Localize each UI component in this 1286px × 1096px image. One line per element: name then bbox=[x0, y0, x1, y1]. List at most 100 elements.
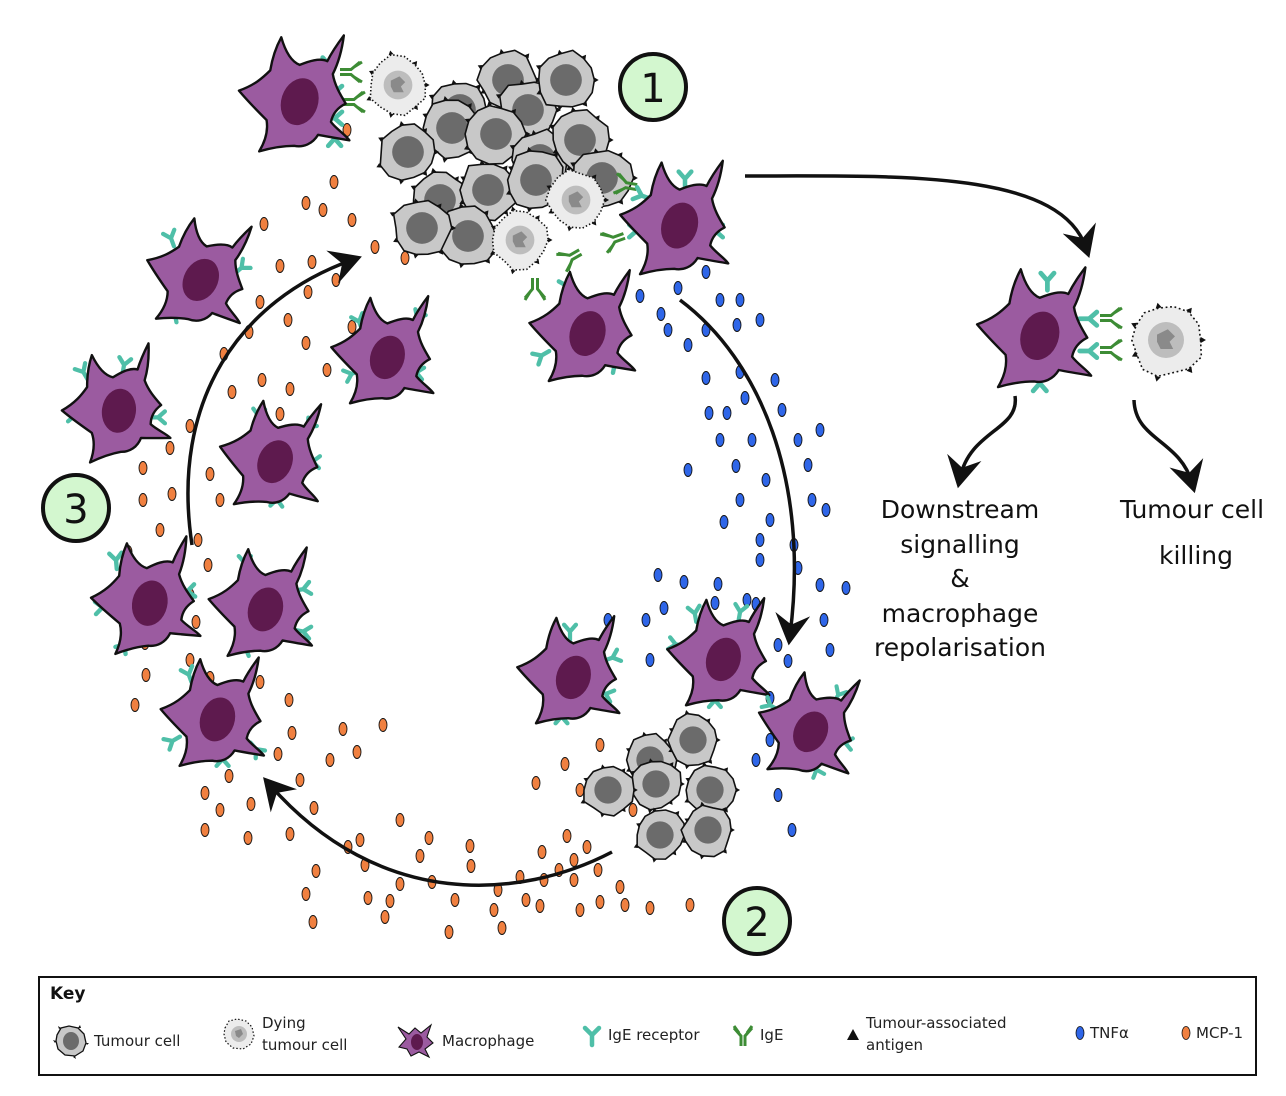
mcp-1-particle bbox=[569, 873, 579, 887]
macrophage-nucleus bbox=[705, 637, 741, 682]
mcp-1-particle bbox=[138, 493, 148, 507]
tnf-alpha-particle bbox=[803, 458, 813, 472]
tumour-antigen bbox=[1131, 351, 1139, 357]
tumour-antigen bbox=[600, 764, 606, 769]
tumour-nucleus bbox=[436, 112, 468, 144]
tumour-antigen bbox=[422, 171, 428, 176]
tnf-alpha-particle bbox=[701, 265, 711, 279]
tumour-antigen bbox=[600, 813, 605, 818]
tumour-antigen bbox=[459, 199, 465, 205]
tumour-antigen bbox=[633, 175, 638, 181]
macrophage-nucleus bbox=[369, 335, 405, 380]
macrophage-nucleus bbox=[131, 580, 168, 626]
mcp-1-particle bbox=[193, 533, 203, 547]
tumour-antigen bbox=[510, 269, 516, 275]
key-title: Key bbox=[50, 984, 86, 1004]
mcp-1-particle bbox=[301, 887, 311, 901]
tumour-cell bbox=[535, 49, 599, 111]
tumour-antigen bbox=[454, 176, 459, 182]
tumour-antigen bbox=[422, 128, 428, 133]
tumour-antigen bbox=[1186, 366, 1193, 373]
dying-tumour-cell bbox=[1130, 302, 1206, 382]
tnf-alpha-particle bbox=[719, 515, 729, 529]
tnf-alpha-particle bbox=[659, 601, 669, 615]
tumour-antigen bbox=[684, 818, 689, 823]
mcp-1-particle bbox=[255, 675, 265, 689]
tumour-antigen bbox=[509, 145, 515, 150]
tumour-antigen bbox=[648, 758, 654, 763]
tumour-antigen bbox=[451, 79, 457, 85]
tnf-alpha-particle bbox=[710, 596, 720, 610]
mcp-1-particle bbox=[355, 833, 365, 847]
tumour-antigen bbox=[524, 53, 530, 59]
outcome-signalling-line-2: signalling bbox=[900, 530, 1020, 559]
mcp-1-particle bbox=[575, 783, 585, 797]
ige-receptor-icon bbox=[161, 734, 183, 752]
tumour-nucleus bbox=[406, 212, 438, 244]
mcp-1-particle bbox=[370, 240, 380, 254]
macrophage bbox=[330, 294, 435, 405]
tumour-antigen bbox=[475, 84, 481, 90]
arrow-step1-to-step2 bbox=[678, 298, 811, 646]
tumour-antigen bbox=[552, 149, 558, 154]
tumour-antigen bbox=[648, 809, 653, 814]
tumour-antigen bbox=[731, 827, 735, 833]
tumour-antigen bbox=[566, 165, 572, 171]
macrophage-nucleus bbox=[101, 388, 137, 433]
tumour-antigen bbox=[708, 759, 713, 764]
mcp-1-particle bbox=[489, 903, 499, 917]
tumour-antigen bbox=[526, 146, 532, 152]
macrophage-nucleus bbox=[661, 202, 699, 249]
tumour-antigen bbox=[722, 807, 727, 812]
mcp-1-particle bbox=[283, 313, 293, 327]
macrophage bbox=[159, 656, 268, 769]
key-item-ige: IgE bbox=[730, 1022, 783, 1048]
outcome-signalling-line-4: macrophage bbox=[882, 599, 1039, 628]
tumour-antigen bbox=[706, 718, 711, 723]
tumour-antigen bbox=[546, 185, 552, 190]
tumour-antigen bbox=[668, 800, 673, 805]
tumour-antigen bbox=[595, 115, 600, 121]
tumour-antigen bbox=[399, 179, 404, 185]
tumour-antigen bbox=[716, 737, 721, 743]
tnf-alpha-particle bbox=[701, 371, 711, 385]
tumour-nucleus bbox=[452, 220, 484, 252]
macrophage bbox=[528, 268, 637, 383]
ige-icon bbox=[612, 172, 638, 195]
ige-receptor-icon bbox=[530, 348, 552, 367]
mcp-1-particle bbox=[285, 382, 295, 396]
tumour-antigen bbox=[548, 237, 553, 243]
key-legend: Key Tumour cell Dying tumour cell Macrop… bbox=[38, 976, 1257, 1076]
tumour-cell bbox=[629, 758, 685, 814]
mcp-1-particle bbox=[595, 895, 605, 909]
tumour-antigen bbox=[629, 771, 635, 775]
tumour-nucleus bbox=[642, 770, 670, 798]
tnf-alpha-particle bbox=[751, 753, 761, 767]
tumour-nucleus bbox=[512, 94, 544, 126]
tumour-antigen bbox=[534, 259, 540, 265]
tnf-alpha-particle bbox=[683, 338, 693, 352]
tnf-alpha-particle bbox=[815, 423, 825, 437]
key-item-tnf-alpha: TNFα bbox=[1074, 1022, 1129, 1044]
tumour-antigen bbox=[425, 82, 430, 88]
key-label-ige-receptor: IgE receptor bbox=[608, 1026, 700, 1044]
outcome-killing-line-2: killing bbox=[1159, 541, 1233, 570]
mcp-1-particle bbox=[273, 747, 283, 761]
tumour-antigen bbox=[1155, 302, 1162, 309]
tumour-antigen bbox=[663, 738, 668, 743]
tumour-antigen bbox=[490, 225, 496, 231]
tumour-antigen bbox=[723, 808, 728, 813]
tnf-alpha-particle bbox=[819, 613, 829, 627]
tumour-antigen bbox=[652, 858, 657, 863]
tumour-antigen bbox=[431, 167, 437, 173]
tumour-antigen bbox=[609, 137, 614, 143]
mcp-1-particle bbox=[331, 273, 341, 287]
tumour-antigen bbox=[642, 731, 647, 736]
mcp-1-particle bbox=[307, 255, 317, 269]
ige-receptor-icon bbox=[561, 622, 579, 643]
mcp-1-particle bbox=[224, 769, 234, 783]
dying-tumour-cell bbox=[489, 206, 553, 275]
tumour-antigen bbox=[376, 163, 382, 168]
mcp-1-particle bbox=[595, 738, 605, 752]
mcp-1-particle bbox=[352, 745, 362, 759]
